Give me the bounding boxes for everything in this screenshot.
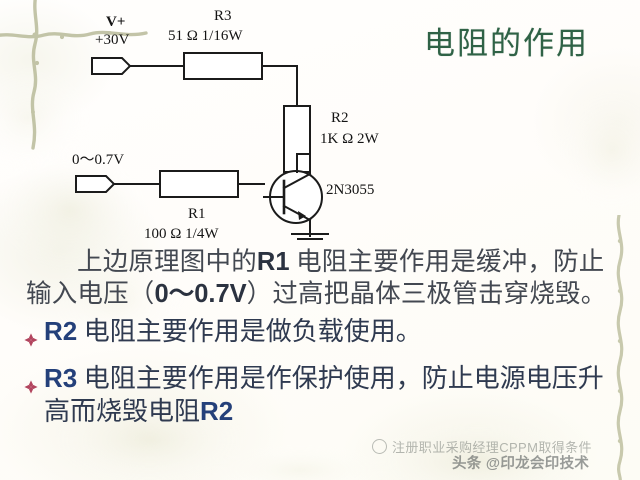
diamond-bullet-icon [22,315,44,357]
bullet-ref-r2: R2 [44,316,78,346]
circuit-schematic: V+ +30V R3 51 Ω 1/16W R2 1K Ω 2W 2N3055 … [72,8,379,242]
svg-text:R3: R3 [214,8,232,24]
paragraph-emphasis-voltage: 0～0.7V [154,280,247,308]
watermark-secondary: 头条 @印龙会印技术 [452,456,590,472]
svg-text:100 Ω 1/4W: 100 Ω 1/4W [144,226,219,242]
bullet-item-r2: R2 电阻主要作用是做负载使用。 [24,315,622,357]
svg-text:1K Ω 2W: 1K Ω 2W [320,131,379,147]
bullet-text-r3: R3 电阻主要作用是作保护使用，防止电源电压升高而烧毁电阻R2 [44,362,622,428]
svg-text:51 Ω 1/16W: 51 Ω 1/16W [168,28,243,44]
diamond-bullet-icon [22,362,44,404]
watermark-logo-icon [372,439,387,454]
svg-text:R2: R2 [331,110,349,126]
bullet-item-r3: R3 电阻主要作用是作保护使用，防止电源电压升高而烧毁电阻R2 [24,362,622,428]
paragraph-seg2: 电阻主要作用是缓冲，防止输入电压（ [26,247,605,308]
paragraph-seg3: ）过高把晶体三极管击穿烧毁。 [246,279,607,308]
svg-text:0～0.7V: 0～0.7V [72,152,124,168]
bullet-text-r2: R2 电阻主要作用是做负载使用。 [44,315,622,348]
paragraph-r1: 上边原理图中的R1 电阻主要作用是缓冲，防止输入电压（0～0.7V）过高把晶体三… [26,246,622,310]
svg-text:V+: V+ [106,14,125,30]
bullet-body-r2: 电阻主要作用是做负载使用。 [77,317,422,346]
svg-text:2N3055: 2N3055 [326,182,374,198]
slide-title: 电阻的作用 [424,26,589,61]
bullet-body-r3: 电阻主要作用是作保护使用，防止电源电压升高而烧毁电阻 [44,364,604,426]
svg-text:+30V: +30V [95,32,129,48]
svg-text:R1: R1 [188,206,206,222]
paragraph-seg1: 上边原理图中的 [77,247,257,276]
bullet-ref-r3: R3 [44,363,78,393]
watermark-primary-text: 注册职业采购经理CPPM取得条件 [392,440,592,455]
paragraph-emphasis-r1: R1 [256,248,290,276]
watermark-primary: 注册职业采购经理CPPM取得条件 [372,437,592,456]
bullet-tail-ref-r2: R2 [200,396,234,426]
slide-body: 上边原理图中的R1 电阻主要作用是缓冲，防止输入电压（0～0.7V）过高把晶体三… [24,246,622,428]
